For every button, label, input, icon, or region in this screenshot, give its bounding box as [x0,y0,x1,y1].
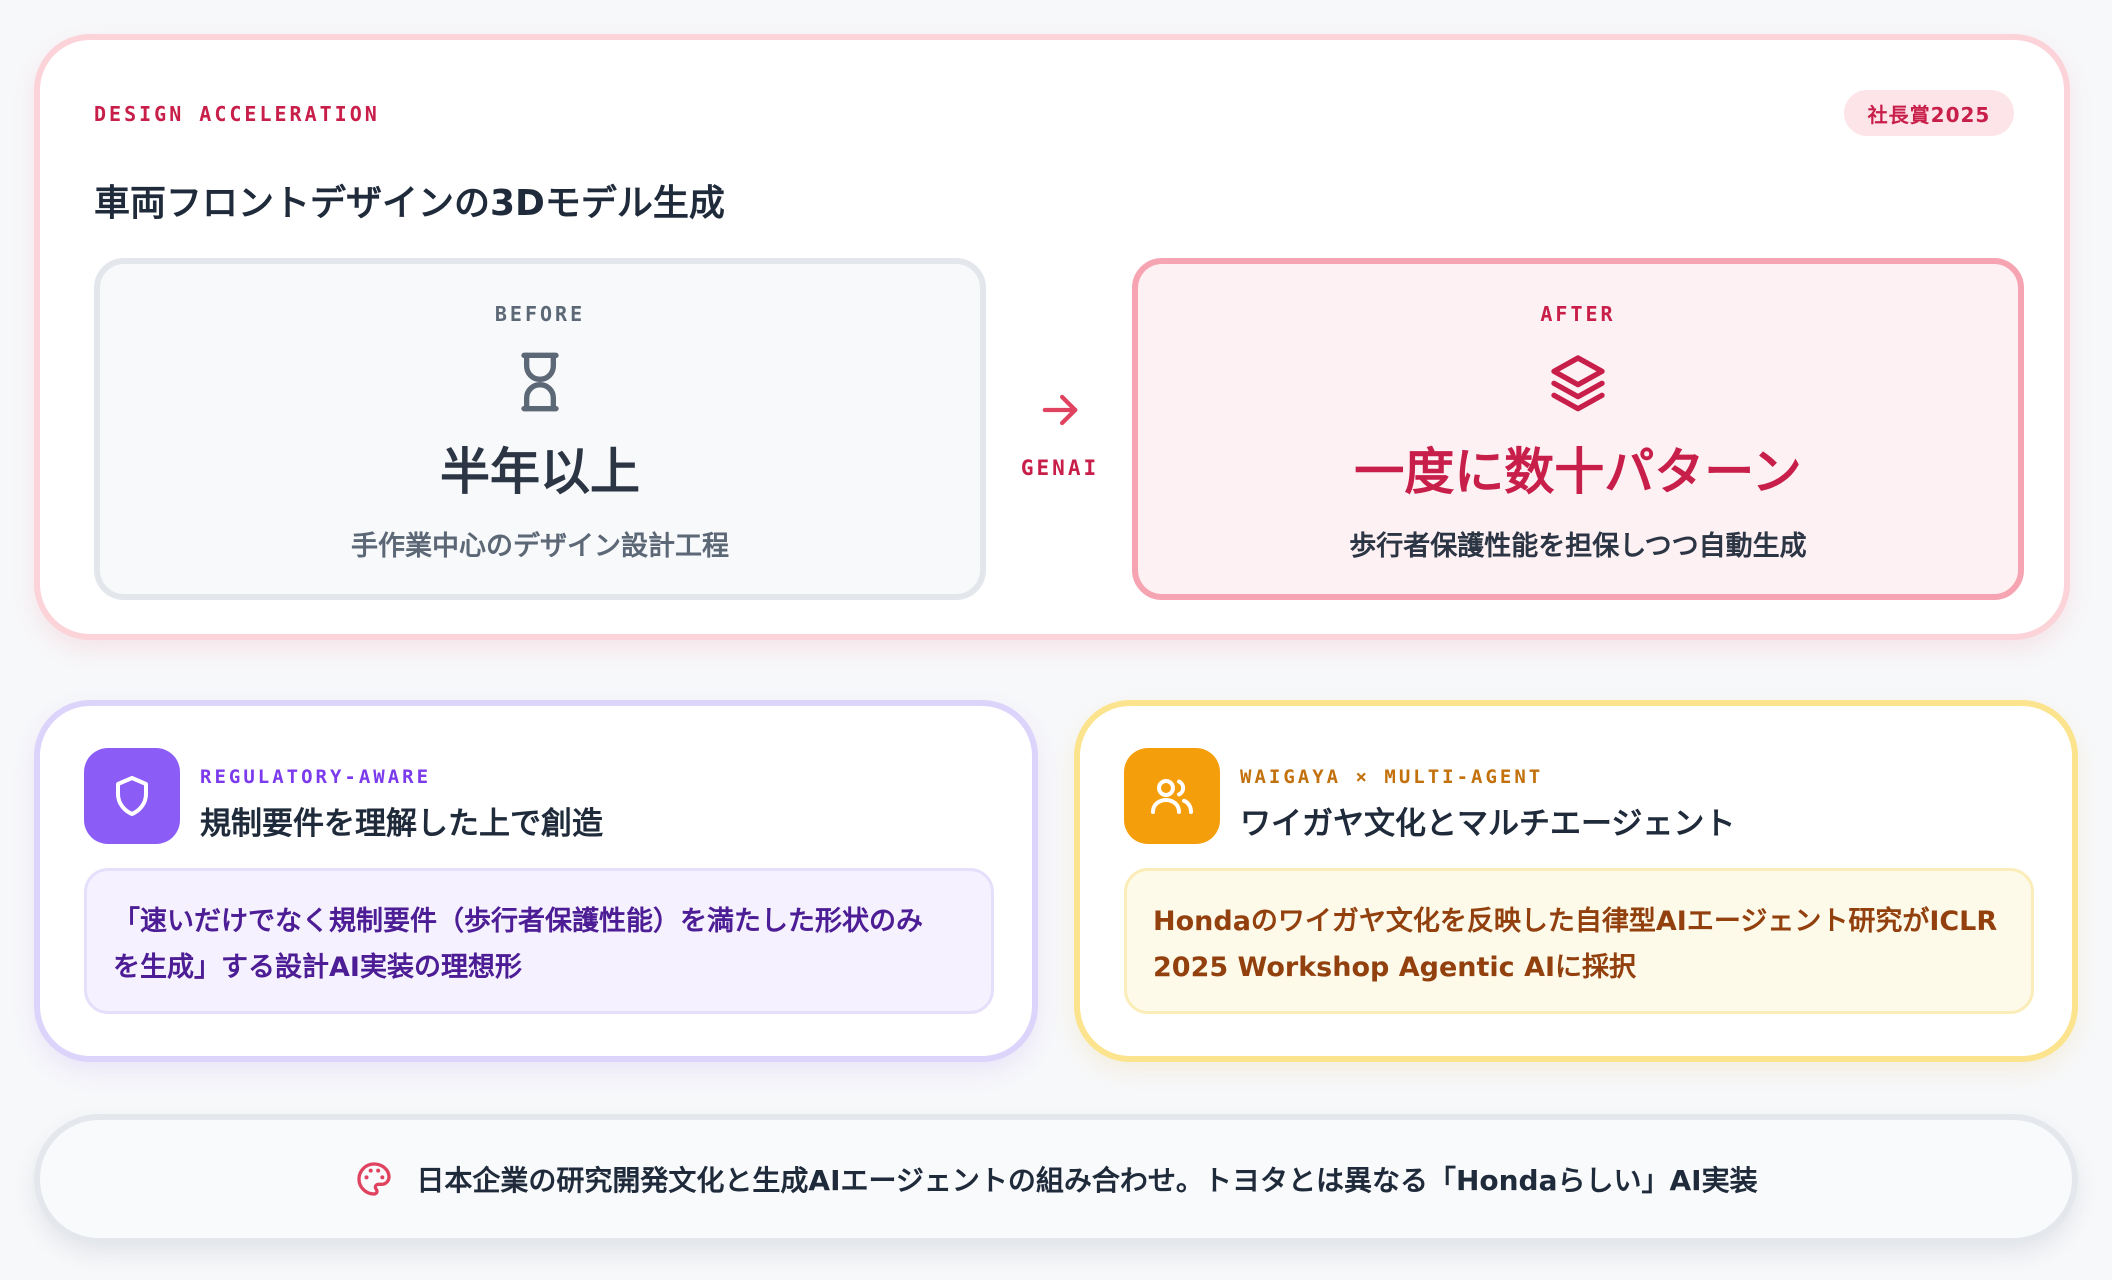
after-label: AFTER [1540,302,1616,326]
waigaya-icon-tile [1124,748,1220,844]
regulatory-quote: 「速いだけでなく規制要件（歩行者保護性能）を満たした形状のみ を生成」する設計A… [84,868,994,1014]
waigaya-eyebrow: WAIGAYA × MULTI-AGENT [1240,766,1544,788]
after-headline: 一度に数十パターン [1354,443,1802,501]
after-panel: AFTER 一度に数十パターン 歩行者保護性能を担保しつつ自動生成 [1132,258,2024,600]
regulatory-quote-line-2: を生成」する設計AI実装の理想形 [113,952,522,983]
waigaya-title: ワイガヤ文化とマルチエージェント [1240,806,1736,842]
hourglass-icon [521,352,559,412]
regulatory-card: REGULATORY-AWARE 規制要件を理解した上で創造 「速いだけでなく規… [34,700,1038,1062]
shield-icon [116,776,148,816]
genai-label: GENAI [1020,456,1100,480]
genai-arrow: GENAI [1020,384,1100,480]
before-label: BEFORE [494,302,586,326]
before-headline: 半年以上 [440,443,640,501]
waigaya-quote-line-2: 2025 Workshop Agentic AIに採択 [1153,952,1637,983]
waigaya-quote-line-1: Hondaのワイガヤ文化を反映した自律型AIエージェント研究がICLR [1153,906,1998,937]
card-title: 車両フロントデザインの3Dモデル生成 [94,183,725,224]
regulatory-eyebrow: REGULATORY-AWARE [200,766,432,788]
design-acceleration-card: DESIGN ACCELERATION 社長賞2025 車両フロントデザインの3… [34,34,2070,640]
banner-text: 日本企業の研究開発文化と生成AIエージェントの組み合わせ。トヨタとは異なる「Ho… [416,1164,1758,1197]
card-eyebrow: DESIGN ACCELERATION [94,102,380,126]
waigaya-card: WAIGAYA × MULTI-AGENT ワイガヤ文化とマルチエージェント H… [1074,700,2078,1062]
after-description: 歩行者保護性能を担保しつつ自動生成 [1349,531,1807,562]
before-panel: BEFORE 半年以上 手作業中心のデザイン設計工程 [94,258,986,600]
regulatory-icon-tile [84,748,180,844]
palette-icon [357,1162,392,1196]
layers-icon [1551,355,1605,412]
regulatory-title: 規制要件を理解した上で創造 [200,806,603,842]
award-badge: 社長賞2025 [1844,90,2014,136]
before-description: 手作業中心のデザイン設計工程 [351,531,729,562]
regulatory-quote-line-1: 「速いだけでなく規制要件（歩行者保護性能）を満たした形状のみ [113,906,923,937]
summary-banner: 日本企業の研究開発文化と生成AIエージェントの組み合わせ。トヨタとは異なる「Ho… [34,1114,2078,1244]
waigaya-quote: Hondaのワイガヤ文化を反映した自律型AIエージェント研究がICLR 2025… [1124,868,2034,1014]
arrow-right-icon [1042,394,1078,426]
users-icon [1151,779,1193,814]
